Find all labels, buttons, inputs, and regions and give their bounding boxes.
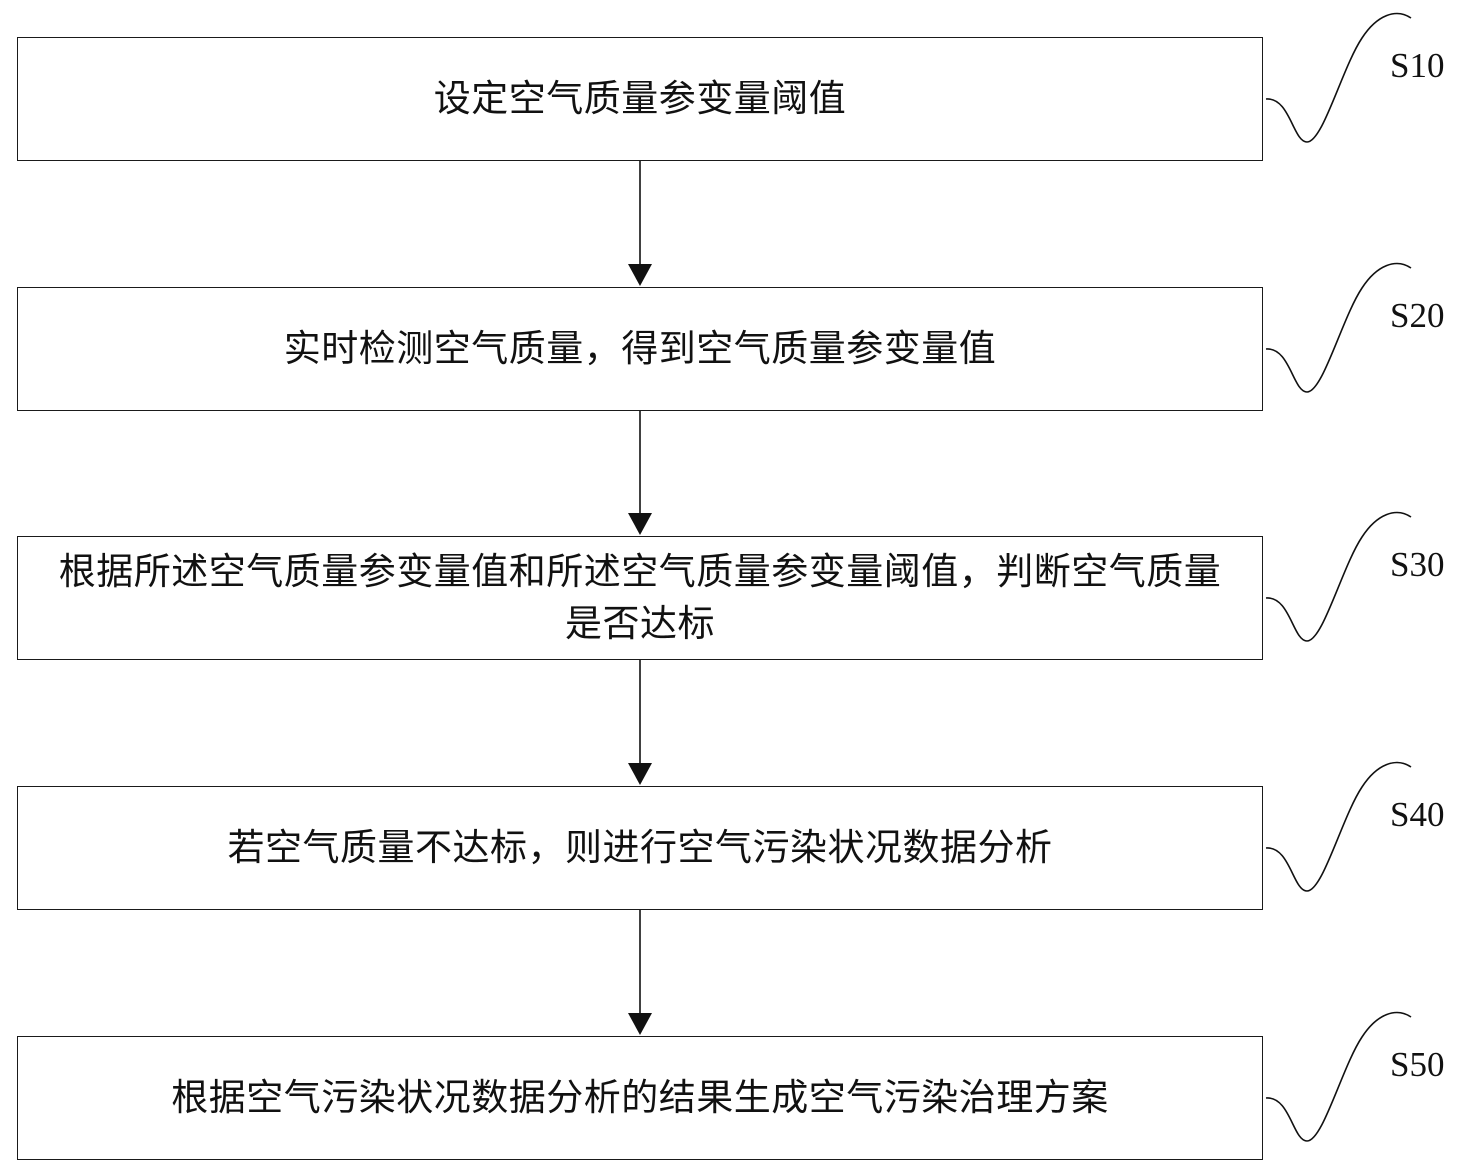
leader-line-s20 [1265,262,1412,393]
step-box-s30: 根据所述空气质量参变量值和所述空气质量参变量阈值，判断空气质量是否达标 [17,536,1263,660]
leader-line-s10 [1265,12,1412,143]
step-text-s50: 根据空气污染状况数据分析的结果生成空气污染治理方案 [171,1076,1109,1119]
step-label-s50: S50 [1390,1045,1445,1084]
arrow-s40-to-s50 [628,910,652,1035]
label-leaders [1265,12,1412,1142]
step-label-s10: S10 [1390,46,1445,85]
step-text-s40: 若空气质量不达标，则进行空气污染状况数据分析 [227,826,1053,869]
leader-line-s30 [1265,511,1412,642]
step-text-s20: 实时检测空气质量，得到空气质量参变量值 [283,327,997,370]
leader-line-s50 [1265,1011,1412,1142]
step-box-s50: 根据空气污染状况数据分析的结果生成空气污染治理方案 [17,1036,1263,1160]
arrow-s30-to-s40 [628,660,652,785]
step-box-s20: 实时检测空气质量，得到空气质量参变量值 [17,287,1263,411]
step-box-s10: 设定空气质量参变量阈值 [17,37,1263,161]
step-label-s30: S30 [1390,545,1445,584]
arrow-s20-to-s30 [628,411,652,535]
step-text-s10: 设定空气质量参变量阈值 [433,77,847,120]
step-label-s40: S40 [1390,795,1445,834]
step-box-s40: 若空气质量不达标，则进行空气污染状况数据分析 [17,786,1263,910]
step-label-s20: S20 [1390,296,1445,335]
step-text-s30: 根据所述空气质量参变量值和所述空气质量参变量阈值，判断空气质量是否达标 [58,550,1222,645]
flow-arrows [628,161,652,1035]
arrow-s10-to-s20 [628,161,652,286]
leader-line-s40 [1265,761,1412,892]
